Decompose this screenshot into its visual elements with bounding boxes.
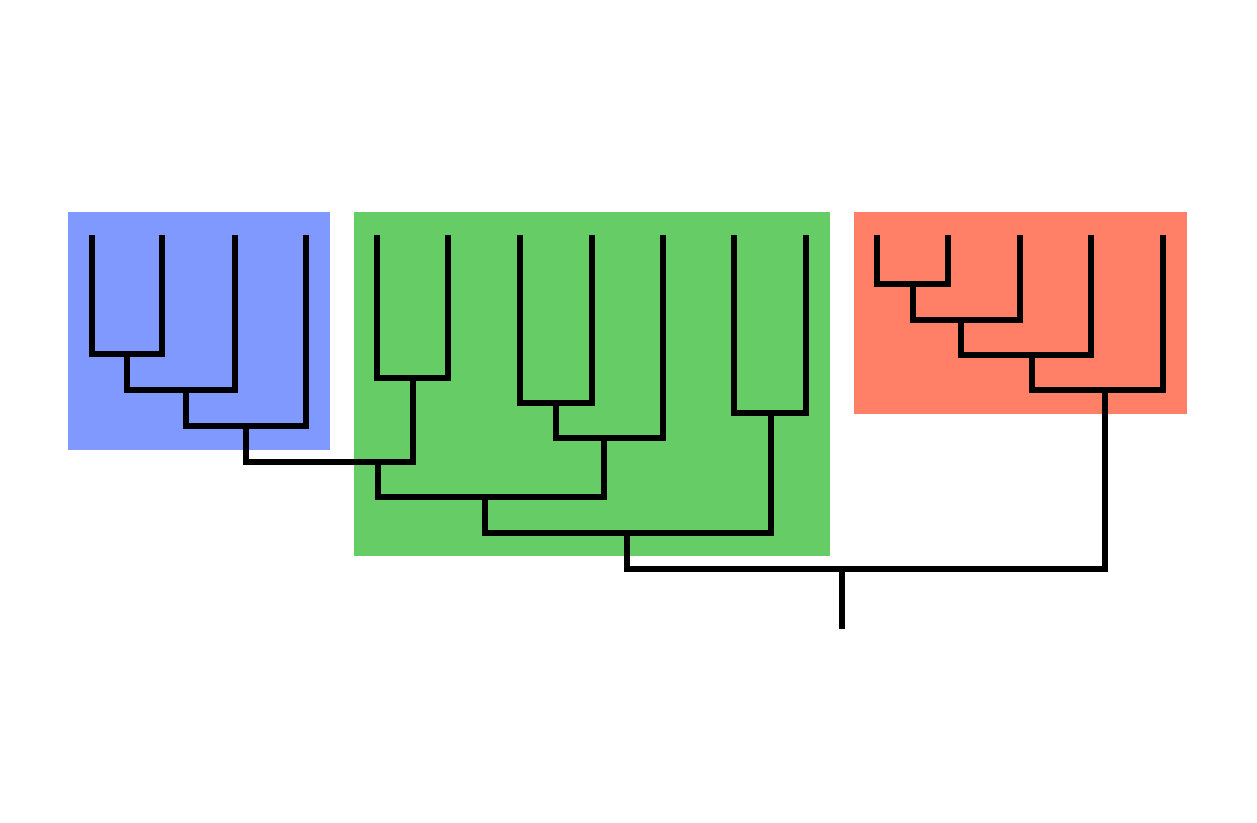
red-leaf-5-branch bbox=[1029, 235, 1166, 393]
tree-branches bbox=[89, 235, 1166, 629]
blue-group-box bbox=[68, 212, 330, 450]
blue-leaf-3-branch bbox=[124, 235, 238, 393]
green-leaf-5-branch bbox=[553, 235, 666, 441]
blue-to-green-connector bbox=[243, 375, 416, 465]
red-leaf-3-branch bbox=[910, 235, 1023, 323]
root-connector bbox=[624, 387, 1108, 572]
inner-green-connector bbox=[375, 435, 607, 500]
red-leaf-4-branch bbox=[958, 235, 1094, 358]
